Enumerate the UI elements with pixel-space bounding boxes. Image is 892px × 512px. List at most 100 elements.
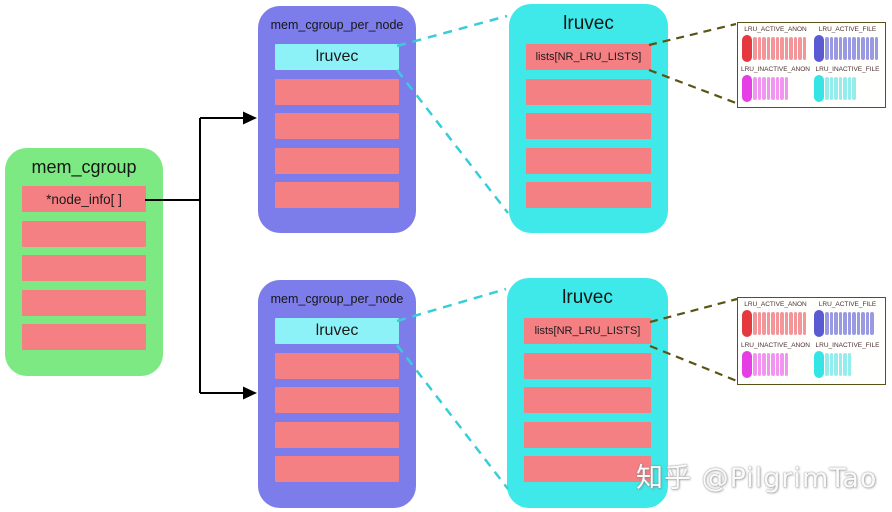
lru-quadrant: LRU_ACTIVE_ANON <box>742 301 809 340</box>
arrowheads <box>243 111 257 400</box>
per-node-title: mem_cgroup_per_node <box>270 292 404 306</box>
lru-list-page-pill <box>771 37 775 60</box>
struct-field-row <box>275 182 399 208</box>
lru-quadrant-label: LRU_INACTIVE_ANON <box>741 341 810 349</box>
lru-list-page-pill <box>789 312 793 335</box>
lru-list-page-pill <box>780 76 784 100</box>
lru-list-page-pill <box>834 37 838 60</box>
node-info-row: *node_info[ ] <box>22 186 146 212</box>
struct-field-row <box>22 324 146 350</box>
lru-list-pills <box>814 74 856 103</box>
struct-field-row <box>22 289 146 316</box>
lru-list-pills <box>742 74 788 103</box>
lru-list-page-pill <box>843 76 847 100</box>
struct-field-row <box>526 113 651 139</box>
struct-field-row <box>524 387 651 413</box>
lruvec-box-bottom: lruvec lists[NR_LRU_LISTS] <box>507 278 668 508</box>
lru-list-page-pill <box>852 312 856 335</box>
lru-list-page-pill <box>757 352 761 376</box>
struct-field-row <box>524 456 651 482</box>
lru-quadrant-label: LRU_INACTIVE_FILE <box>815 341 880 349</box>
lru-list-page-pill <box>834 76 838 100</box>
lru-list-page-pill <box>775 76 779 100</box>
lru-list-page-pill <box>838 76 842 100</box>
lru-list-page-pill <box>829 312 833 335</box>
lru-quadrant: LRU_ACTIVE_FILE <box>814 301 881 340</box>
lru-list-page-pill <box>753 37 757 60</box>
lru-list-page-pill <box>838 312 842 335</box>
lru-list-page-pill <box>838 352 842 376</box>
lru-list-page-pill <box>753 312 757 335</box>
lru-list-page-pill <box>771 312 775 335</box>
lru-list-page-pill <box>762 352 766 376</box>
lru-list-page-pill <box>780 352 784 376</box>
lru-list-page-pill <box>802 312 806 335</box>
mem-cgroup-title: mem_cgroup <box>31 156 137 177</box>
lruvec-field-row: lruvec <box>275 44 399 70</box>
lru-list-page-pill <box>847 37 851 60</box>
lru-quadrant-label: LRU_INACTIVE_ANON <box>741 65 810 73</box>
lru-list-pills <box>742 34 806 63</box>
watermark: 知乎 @PilgrimTao <box>636 463 878 494</box>
lru-list-page-pill <box>874 37 878 60</box>
lru-list-head-pill <box>742 35 752 62</box>
lru-list-page-pill <box>825 76 829 100</box>
lru-list-page-pill <box>757 312 761 335</box>
lru-list-page-pill <box>829 37 833 60</box>
struct-field-row <box>526 182 651 208</box>
lru-list-head-pill <box>814 310 824 337</box>
lru-list-page-pill <box>753 76 757 100</box>
lru-list-page-pill <box>771 76 775 100</box>
lru-list-page-pill <box>852 37 856 60</box>
lru-list-page-pill <box>766 37 770 60</box>
struct-field-row <box>275 113 399 139</box>
lru-list-page-pill <box>834 312 838 335</box>
struct-field-row <box>22 255 146 281</box>
lru-list-page-pill <box>753 352 757 376</box>
lru-list-page-pill <box>793 312 797 335</box>
lru-quadrant: LRU_INACTIVE_FILE <box>814 66 881 104</box>
mem-cgroup-per-node-box-bottom: mem_cgroup_per_node lruvec <box>258 280 416 508</box>
mem-cgroup-per-node-box-top: mem_cgroup_per_node lruvec <box>258 6 416 233</box>
lru-list-page-pill <box>784 37 788 60</box>
struct-field-row <box>526 147 651 174</box>
struct-field-row <box>275 352 399 379</box>
lru-list-head-pill <box>742 74 752 102</box>
lru-quadrant-label: LRU_INACTIVE_FILE <box>815 65 880 73</box>
lru-list-page-pill <box>762 76 766 100</box>
lruvec-title: lruvec <box>562 287 613 308</box>
lru-list-page-pill <box>829 76 833 100</box>
lru-list-page-pill <box>829 352 833 376</box>
lru-list-page-pill <box>843 312 847 335</box>
lru-list-page-pill <box>775 37 779 60</box>
lru-list-page-pill <box>780 312 784 335</box>
lru-list-pills <box>814 34 878 63</box>
per-node-title: mem_cgroup_per_node <box>270 18 404 32</box>
lru-list-page-pill <box>856 37 860 60</box>
lru-quadrant-label: LRU_ACTIVE_FILE <box>818 301 877 308</box>
struct-field-row <box>275 78 399 105</box>
lru-quadrant-label: LRU_ACTIVE_ANON <box>744 301 807 308</box>
mem-cgroup-box: mem_cgroup *node_info[ ] <box>5 148 163 376</box>
struct-field-row <box>524 421 651 448</box>
lru-list-page-pill <box>775 312 779 335</box>
lru-list-page-pill <box>825 312 829 335</box>
lru-list-page-pill <box>861 37 865 60</box>
lru-list-page-pill <box>870 37 874 60</box>
lruvec-field-row: lruvec <box>275 318 399 344</box>
lru-quadrant: LRU_ACTIVE_ANON <box>742 26 809 64</box>
lru-list-page-pill <box>847 76 851 100</box>
lists-field-row: lists[NR_LRU_LISTS] <box>526 44 651 70</box>
lruvec-box-top: lruvec lists[NR_LRU_LISTS] <box>509 4 668 233</box>
lru-list-page-pill <box>865 312 869 335</box>
lru-quadrant-label: LRU_ACTIVE_ANON <box>744 26 807 33</box>
lru-list-page-pill <box>757 37 761 60</box>
lru-list-pills <box>742 350 788 379</box>
struct-field-row <box>524 352 651 379</box>
lru-list-page-pill <box>843 352 847 376</box>
lru-list-page-pill <box>789 37 793 60</box>
lru-list-head-pill <box>814 74 824 102</box>
lru-list-page-pill <box>784 76 788 100</box>
